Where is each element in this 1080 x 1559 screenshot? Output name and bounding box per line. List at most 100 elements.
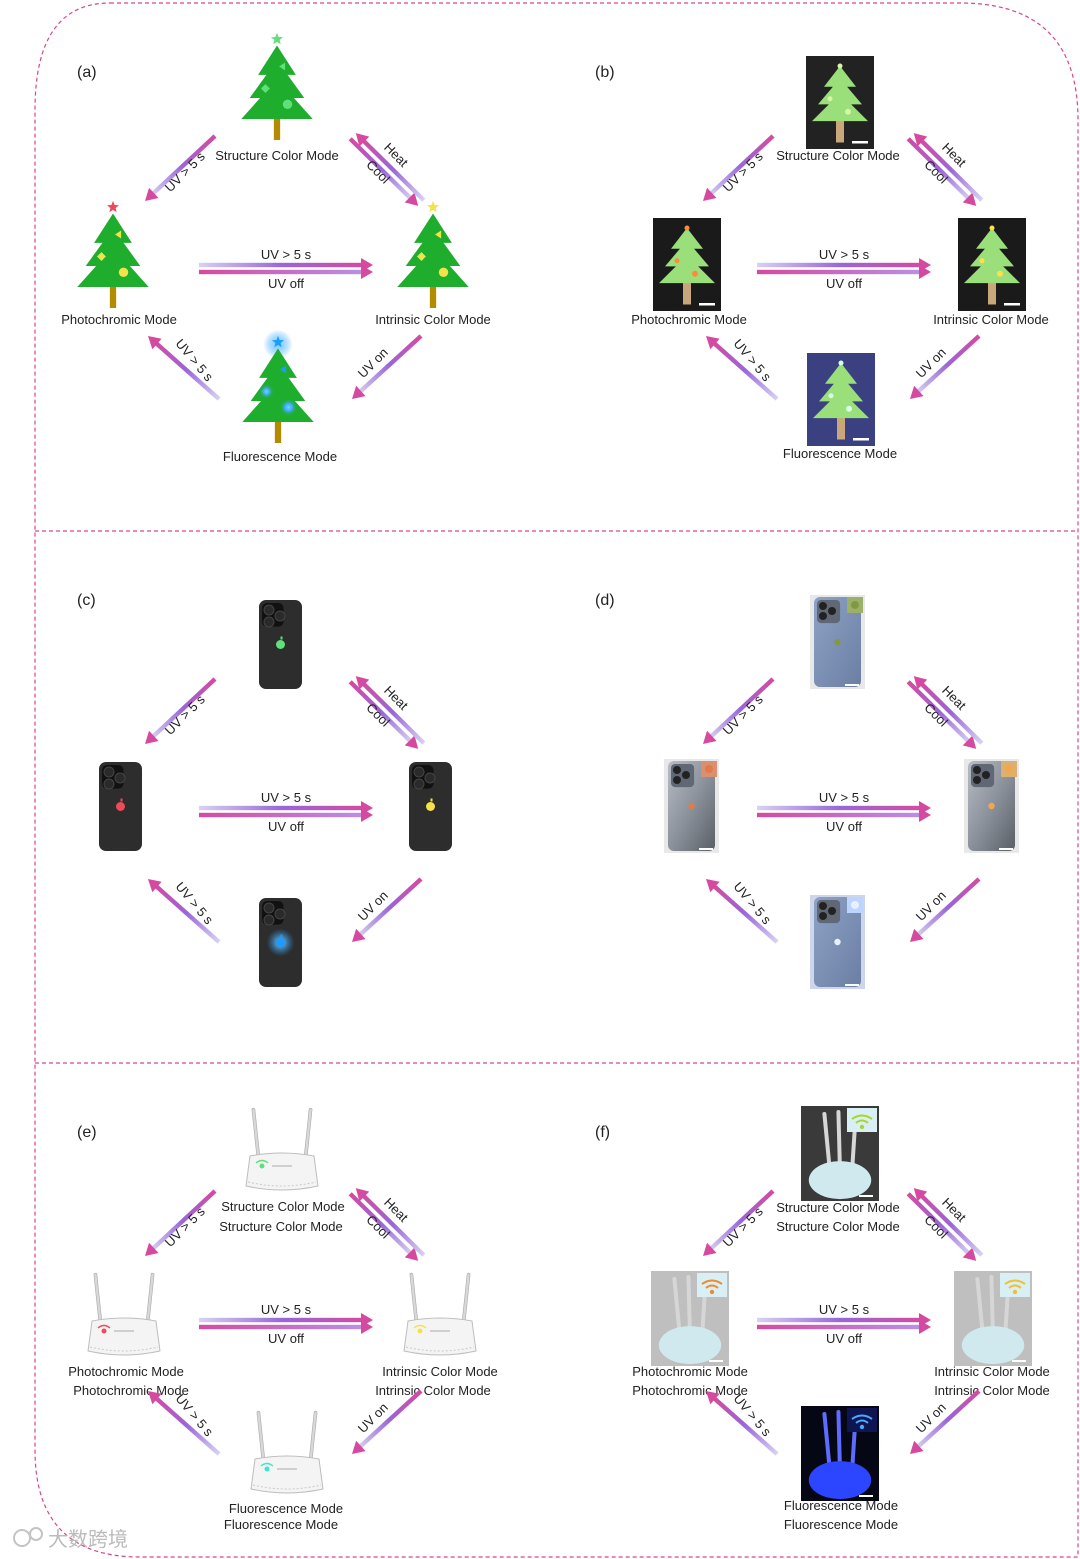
frame-outline (34, 2, 1079, 1558)
phone-structure-camera-icon (262, 603, 286, 628)
arrow-structure-intrinsic-heat-cool-backward (913, 1188, 984, 1257)
arrow-fluorescence-to-photochromic (148, 1391, 221, 1456)
label-intrinsic-color-mode: Intrinsic Color Mode (934, 1364, 1050, 1379)
label-intrinsic-color-mode: Intrinsic Color Mode (934, 1383, 1050, 1398)
label-fluorescence-mode: Fluorescence Mode (783, 446, 897, 461)
router-structure-wifi-icon (255, 1159, 269, 1169)
arrow-structure-to-photochromic (702, 1189, 775, 1257)
tree-intrinsic-star-icon (427, 200, 439, 213)
arrow-label-cool: Cool (921, 700, 951, 730)
arrow-structure-intrinsic-heat-cool (906, 676, 984, 749)
arrow-label-uv-off: UV off (268, 1331, 304, 1346)
photo-phone-photochromic (664, 759, 719, 853)
phone-photochromic (99, 762, 142, 851)
tree-photochromic-ornament (118, 267, 129, 278)
photo-phone-fluorescence-apple-logo-icon (834, 938, 841, 946)
watermark: 大数跨境 (48, 1527, 128, 1551)
label-photochromic-mode: Photochromic Mode (68, 1364, 184, 1379)
arrow-fluorescence-to-photochromic (148, 336, 221, 401)
label-fluorescence-mode: Fluorescence Mode (229, 1501, 343, 1516)
tree-intrinsic-ornament (438, 267, 449, 278)
phone-fluorescence-apple-logo-icon (276, 934, 285, 947)
arrow-fluorescence-to-photochromic (706, 1391, 779, 1456)
label-fluorescence-mode: Fluorescence Mode (224, 1517, 338, 1532)
arrow-structure-intrinsic-heat-cool-forward (348, 137, 419, 206)
arrow-label-uv-off: UV off (826, 1331, 862, 1346)
arrow-intrinsic-to-fluorescence (351, 877, 423, 943)
arrow-structure-to-photochromic (144, 134, 217, 202)
photo-router-intrinsic-wifi-icon (1004, 1279, 1026, 1295)
arrow-label-uv-on: UV on (913, 888, 949, 924)
tree-structure-star-icon (271, 32, 283, 45)
arrow-fluorescence-to-photochromic (148, 879, 221, 944)
photo-phone-photochromic-camera-icon (671, 764, 695, 788)
tree-structure-ornament (282, 99, 293, 110)
arrow-intrinsic-to-fluorescence (909, 1389, 981, 1455)
label-intrinsic-color-mode: Intrinsic Color Mode (382, 1364, 498, 1379)
arrow-structure-intrinsic-heat-cool-backward (355, 676, 426, 745)
label-fluorescence-mode: Fluorescence Mode (784, 1498, 898, 1513)
router-fluorescence-wifi-icon (260, 1462, 274, 1472)
arrow-structure-intrinsic-heat-cool-backward (355, 133, 426, 202)
arrow-structure-intrinsic-heat-cool-forward (906, 1192, 977, 1261)
arrow-photochromic-to-intrinsic (199, 808, 373, 822)
tree-intrinsic-ornament (435, 230, 442, 239)
photo-router-fluorescence-wifi-icon (851, 1414, 873, 1430)
arrow-label-uv-5s: UV > 5 s (720, 1203, 766, 1249)
photo-router-structure (801, 1106, 879, 1201)
arrow-label-uv-on: UV on (913, 345, 949, 381)
arrow-label-uv-on: UV on (355, 888, 391, 924)
label-intrinsic-color-mode: Intrinsic Color Mode (933, 312, 1049, 327)
tree-intrinsic (397, 200, 469, 308)
arrow-structure-intrinsic-heat-cool-forward (348, 1192, 419, 1261)
phone-fluorescence (259, 898, 302, 987)
router-photochromic-wifi-icon (97, 1324, 111, 1334)
label-structure-color-mode: Structure Color Mode (776, 1219, 900, 1234)
arrow-structure-intrinsic-heat-cool-backward (913, 676, 984, 745)
arrow-label-cool: Cool (363, 700, 393, 730)
arrow-structure-intrinsic-heat-cool-forward (906, 680, 977, 749)
label-photochromic-mode: Photochromic Mode (632, 1364, 748, 1379)
label-photochromic-mode: Photochromic Mode (61, 312, 177, 327)
label-fluorescence-mode: Fluorescence Mode (223, 449, 337, 464)
photo-tree-intrinsic (958, 218, 1026, 311)
arrow-intrinsic-to-fluorescence (351, 1389, 423, 1455)
panel-label: (b) (595, 64, 615, 81)
label-intrinsic-color-mode: Intrinsic Color Mode (375, 312, 491, 327)
arrow-label-uv-off: UV off (268, 276, 304, 291)
photo-phone-structure-camera-icon (817, 600, 841, 624)
arrow-intrinsic-to-fluorescence (909, 334, 981, 400)
phone-intrinsic-apple-logo-icon (426, 798, 435, 811)
label-structure-color-mode: Structure Color Mode (219, 1219, 343, 1234)
tree-fluorescence (242, 329, 314, 443)
arrow-label-uv-5s-horizontal: UV > 5 s (819, 1302, 870, 1317)
arrow-label-uv-5s-horizontal: UV > 5 s (261, 1302, 312, 1317)
arrow-structure-intrinsic-heat-cool (348, 676, 426, 749)
photo-tree-structure (806, 56, 874, 149)
photo-router-photochromic (651, 1271, 729, 1366)
panel-label: (c) (77, 592, 96, 609)
tree-structure (241, 32, 313, 140)
router-photochromic (87, 1272, 161, 1356)
phone-photochromic-camera-icon (102, 765, 126, 790)
arrow-structure-to-photochromic (702, 677, 775, 745)
tree-photochromic (77, 200, 149, 308)
arrow-structure-to-photochromic (702, 134, 775, 202)
arrow-structure-intrinsic-heat-cool-forward (906, 137, 977, 206)
arrow-label-uv-on: UV on (355, 1400, 391, 1436)
arrow-label-uv-off: UV off (826, 276, 862, 291)
photo-phone-intrinsic-camera-icon (971, 764, 995, 788)
arrow-photochromic-to-intrinsic (757, 1320, 931, 1334)
photo-phone-intrinsic-apple-logo-icon (988, 802, 995, 810)
photo-tree-fluorescence (807, 353, 875, 446)
arrow-label-uv-5s: UV > 5 s (162, 691, 208, 737)
arrow-photochromic-to-intrinsic (757, 808, 931, 822)
arrow-fluorescence-to-photochromic (706, 879, 779, 944)
arrow-label-uv-5s-horizontal: UV > 5 s (819, 790, 870, 805)
photo-router-intrinsic (954, 1271, 1032, 1366)
